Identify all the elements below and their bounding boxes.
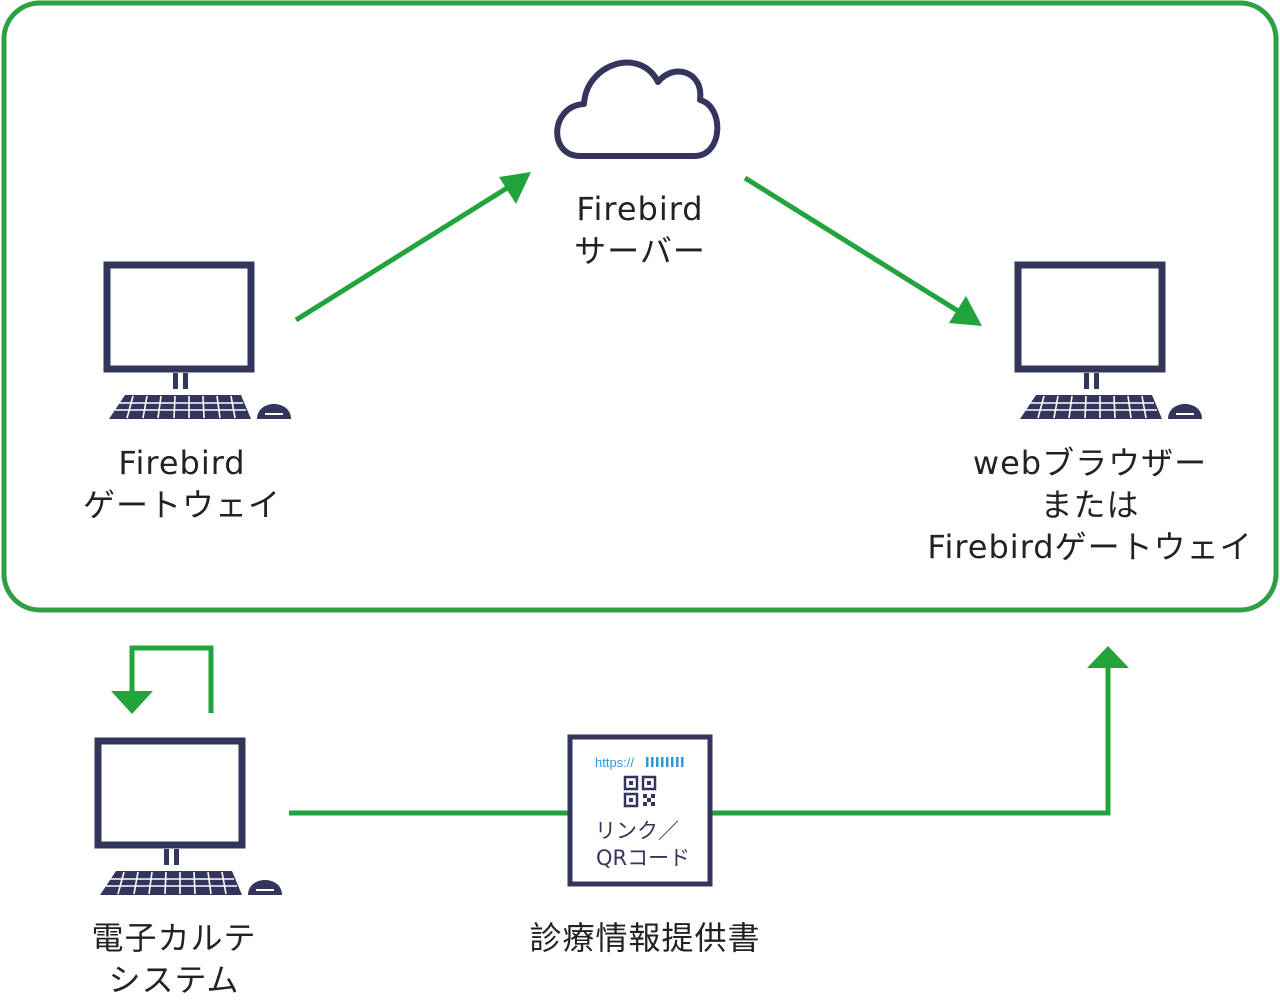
arrow-emr-loop — [111, 645, 214, 714]
emr-label-line-1: 電子カルテ — [91, 919, 257, 957]
browser-computer-icon — [1018, 265, 1202, 419]
arrow-server-to-browser — [743, 175, 982, 326]
server-label: Firebird サーバー — [540, 188, 740, 272]
browser-label: webブラウザー または Firebirdゲートウェイ — [910, 442, 1270, 568]
cloud-icon — [554, 59, 721, 159]
gateway-computer-icon — [107, 265, 291, 419]
document-caption: 診療情報提供書 — [495, 917, 795, 959]
arrow-gateway-to-server — [294, 172, 531, 323]
browser-label-line-3: Firebirdゲートウェイ — [927, 528, 1253, 566]
gateway-label: Firebird ゲートウェイ — [62, 442, 302, 526]
gateway-label-line-1: Firebird — [118, 444, 246, 482]
browser-label-line-2: または — [1040, 486, 1140, 524]
document-line-2: QRコード — [596, 846, 690, 870]
arrow-emr-to-browser — [289, 646, 1129, 816]
emr-label: 電子カルテ システム — [54, 917, 294, 1001]
server-label-line-1: Firebird — [576, 190, 704, 228]
gateway-label-line-2: ゲートウェイ — [82, 486, 281, 524]
emr-label-line-2: システム — [108, 961, 240, 999]
referral-document: https:// リンク／ QRコード — [567, 734, 713, 887]
document-caption-text: 診療情報提供書 — [529, 919, 761, 957]
url-progress-bar — [646, 757, 684, 767]
document-url-text: https:// — [595, 755, 634, 770]
qr-code-icon — [623, 775, 657, 808]
server-label-line-2: サーバー — [574, 232, 706, 270]
browser-label-line-1: webブラウザー — [972, 444, 1208, 482]
network-frame — [1, 0, 1279, 613]
document-line-1: リンク／ — [595, 819, 679, 843]
emr-computer-icon — [98, 741, 282, 895]
